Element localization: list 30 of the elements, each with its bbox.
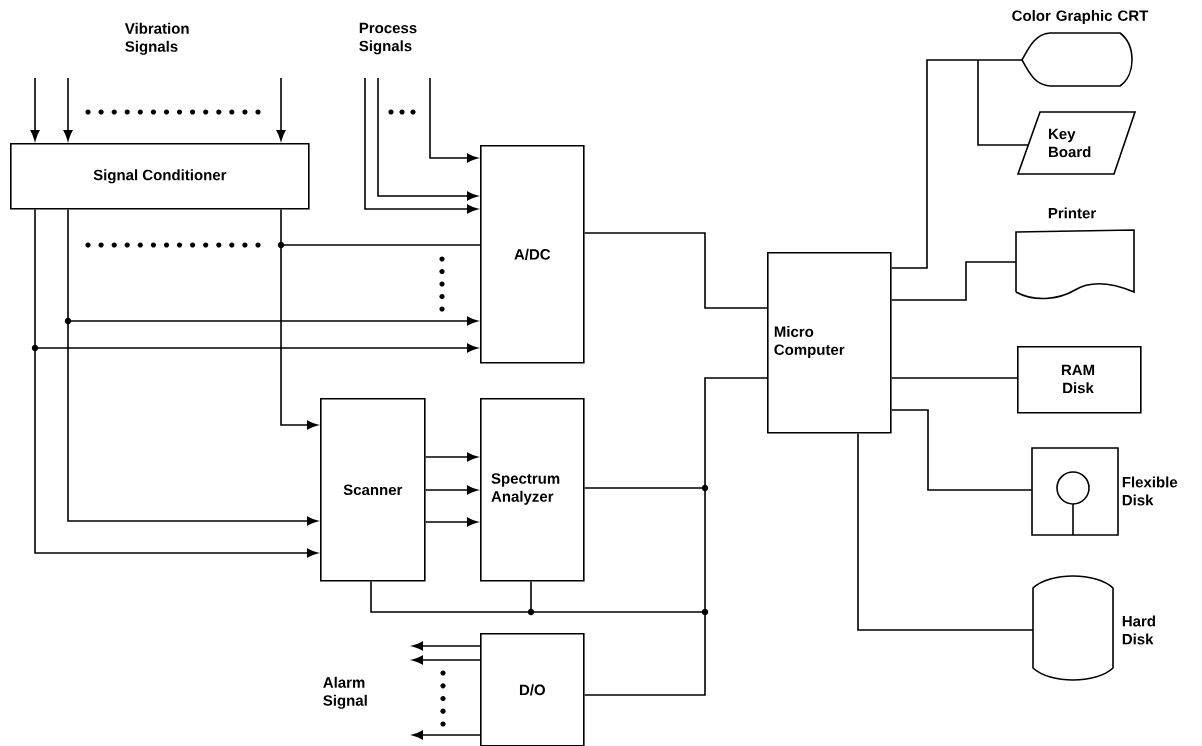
arrow xyxy=(30,77,40,141)
arrow xyxy=(63,77,73,141)
block-box: RAM Disk xyxy=(1017,346,1142,414)
signal-label: Process Signals xyxy=(359,22,417,55)
connector-line xyxy=(857,432,1034,631)
arrow xyxy=(424,452,478,462)
connector-line xyxy=(890,409,1033,491)
connector-line xyxy=(890,261,1017,301)
arrow xyxy=(412,730,481,740)
arrow xyxy=(429,77,478,163)
arrow xyxy=(364,77,478,214)
arrow xyxy=(377,77,478,201)
arrow xyxy=(424,485,478,495)
block-box: D/O xyxy=(480,633,585,746)
block-box: Signal Conditioner xyxy=(10,143,310,210)
signal-label: Vibration Signals xyxy=(124,22,189,55)
connector-line xyxy=(977,59,1023,61)
connector-line xyxy=(890,59,979,269)
block-box: Scanner xyxy=(320,398,426,582)
connector-line xyxy=(890,377,1018,379)
arrow xyxy=(276,77,286,141)
arrow xyxy=(412,655,481,665)
block-box: A/DC xyxy=(480,145,585,364)
signal-label: Alarm Signal xyxy=(323,676,367,709)
connector-line xyxy=(977,59,1029,146)
arrow xyxy=(412,641,481,651)
block-box: Spectrum Analyzer xyxy=(480,398,585,582)
connector-line xyxy=(583,232,768,309)
arrow xyxy=(424,517,478,527)
block-box: Micro Computer xyxy=(767,252,892,434)
